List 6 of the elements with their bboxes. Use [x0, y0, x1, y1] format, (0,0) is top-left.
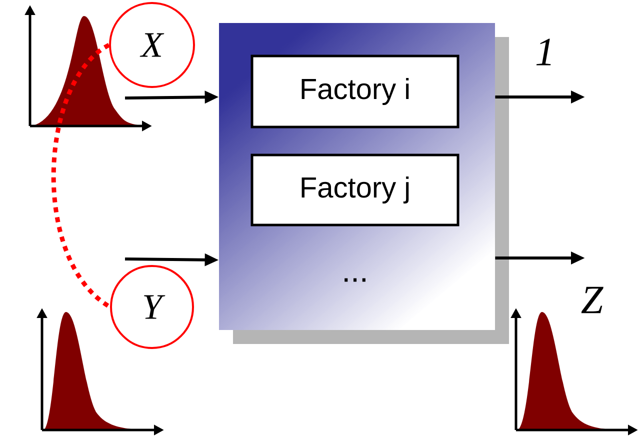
ellipsis-text: ... [344, 278, 366, 282]
factory-box: Factory i [250, 54, 460, 128]
factory-box: Factory j [250, 154, 460, 226]
output-label: 1 [536, 38, 551, 66]
output-label: Z [581, 286, 604, 314]
dotted-curve [51, 43, 112, 309]
